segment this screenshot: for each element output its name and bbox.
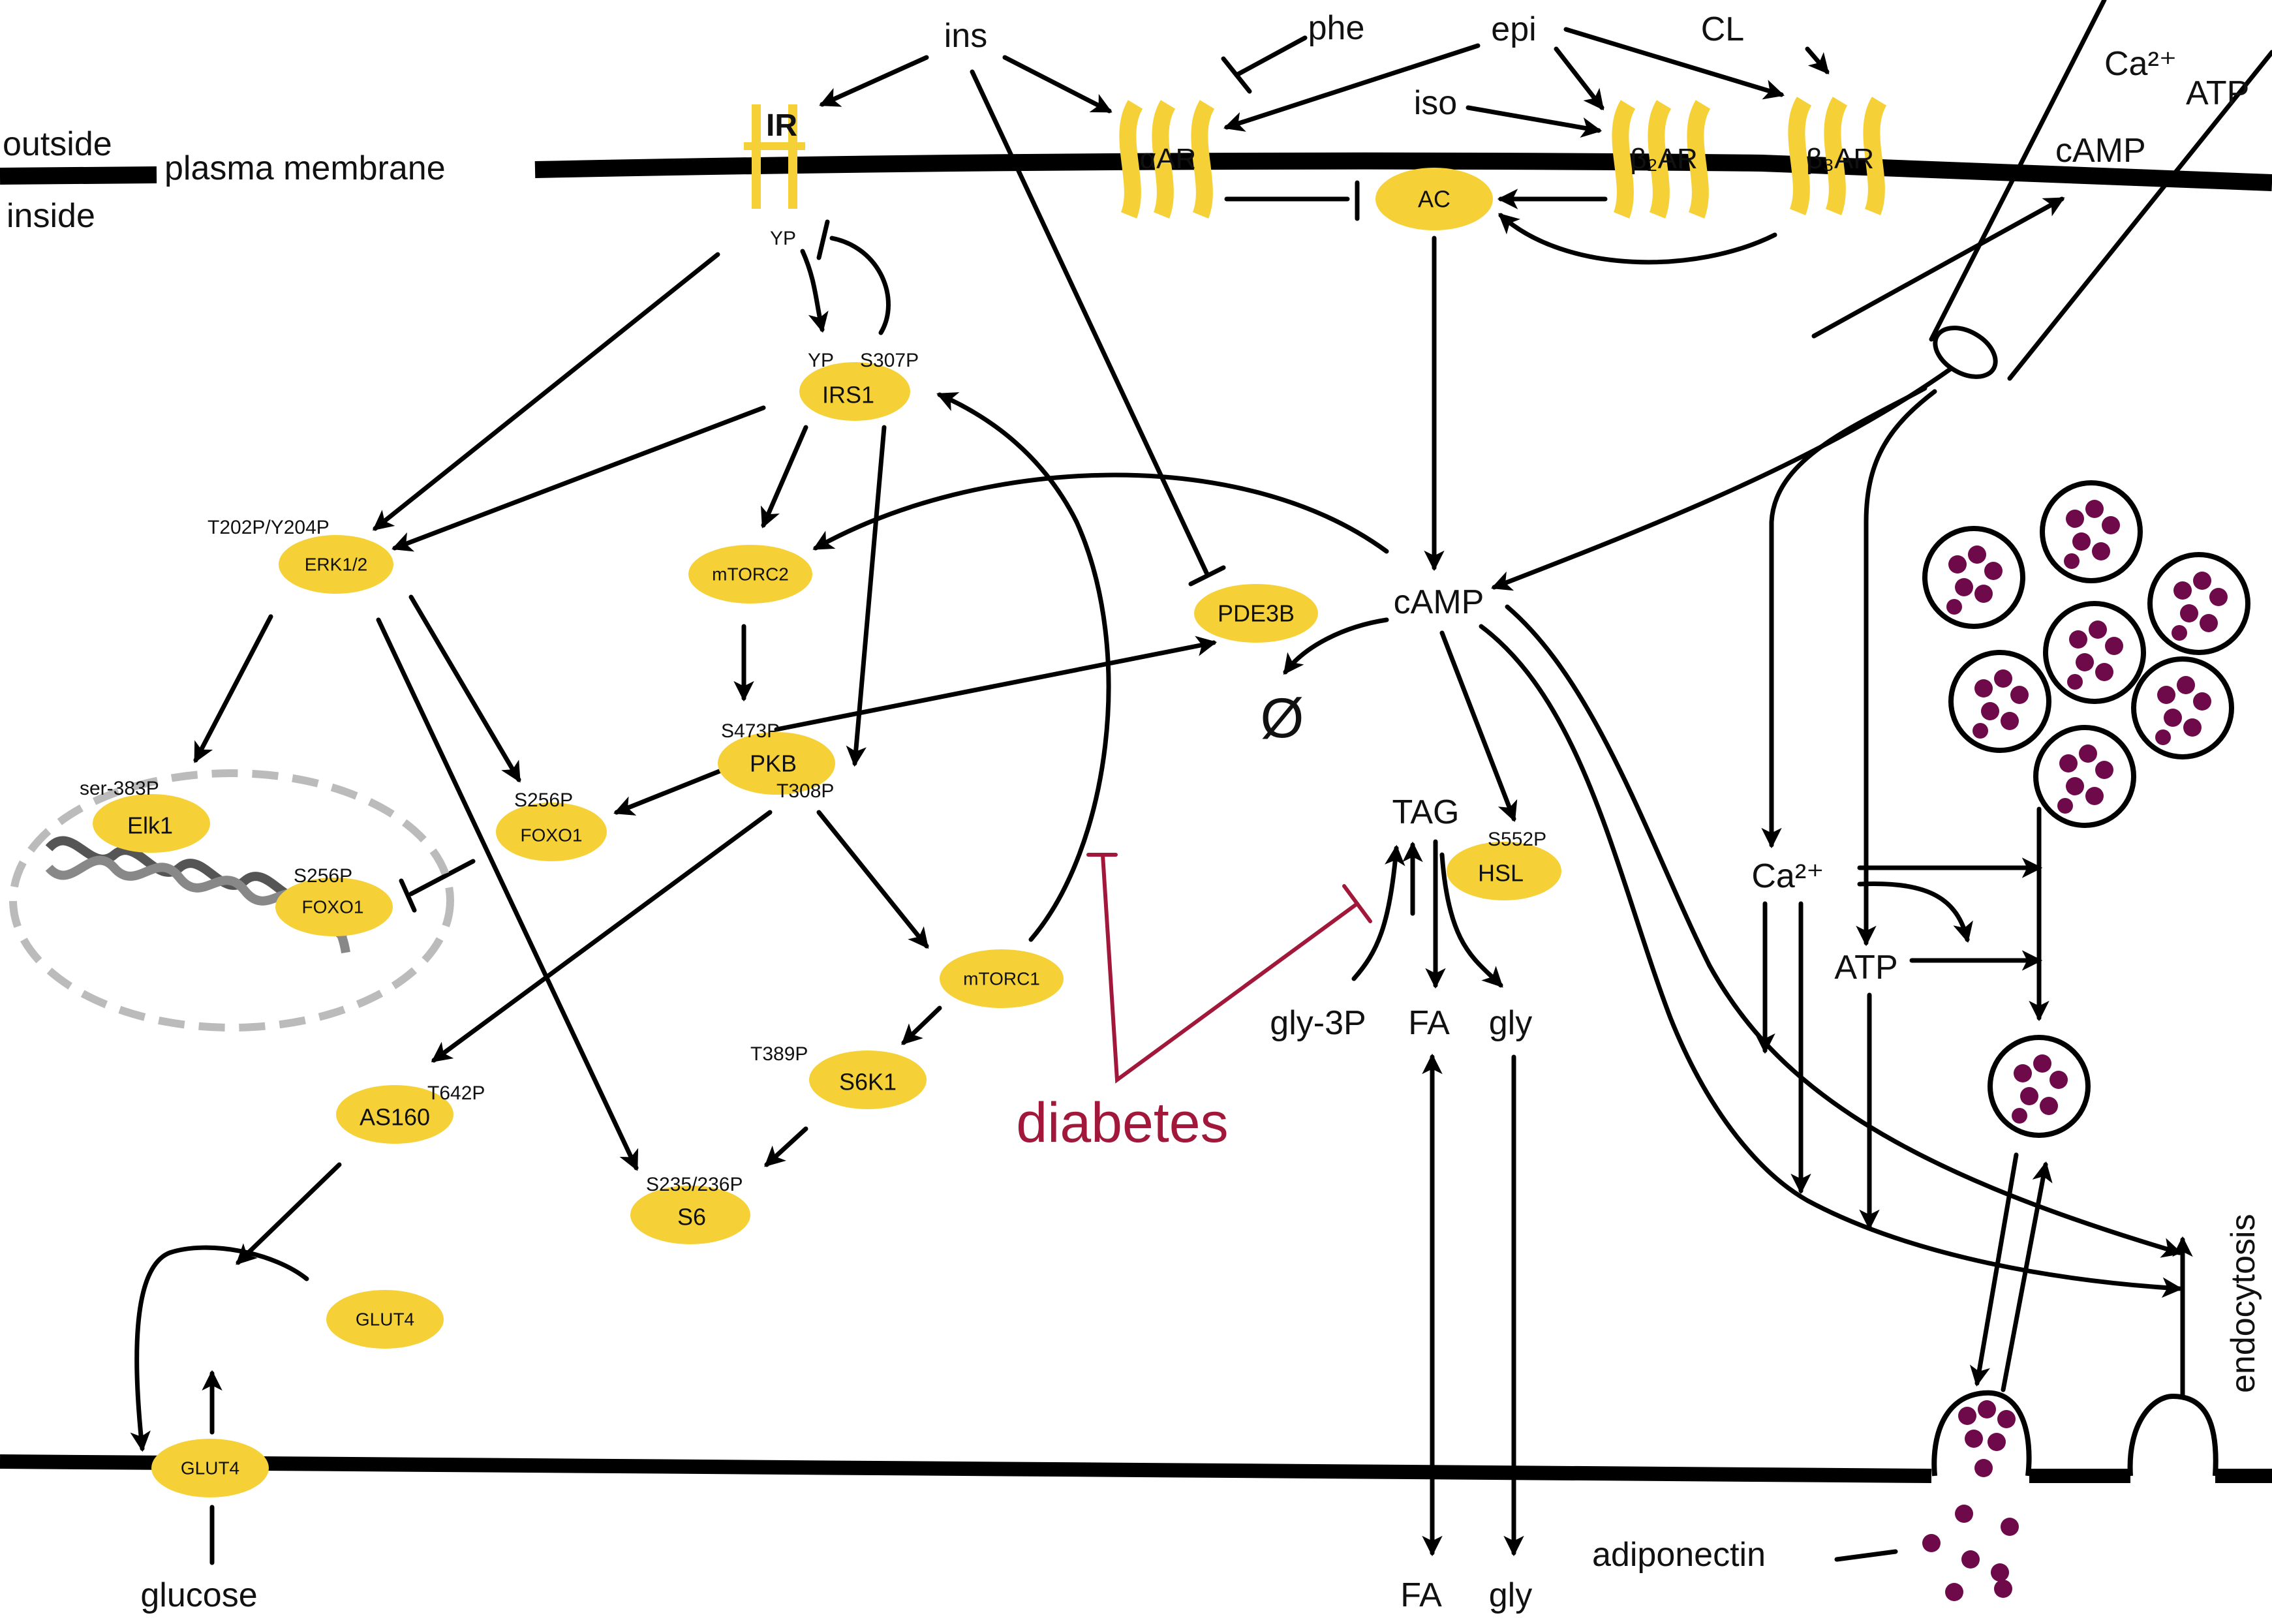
inhibition-lines	[399, 35, 1360, 913]
degradation-symbol: Ø	[1261, 687, 1304, 750]
node-glut4-cytosol-label: GLUT4	[356, 1310, 414, 1330]
alpha-adrenergic-receptor: αAR	[1119, 100, 1215, 219]
ligand-epi: epi	[1491, 10, 1536, 48]
beta3-adrenergic-receptor: β₃AR	[1788, 97, 1887, 215]
node-ac-label: AC	[1418, 186, 1451, 213]
node-erk: ERK1/2	[279, 535, 393, 594]
node-s6k1-label: S6K1	[839, 1069, 897, 1095]
phospho-hsl: S552P	[1488, 829, 1546, 850]
node-elk1-label: Elk1	[127, 812, 173, 839]
outside-label: outside	[3, 125, 112, 163]
node-glut4-membrane: GLUT4	[151, 1439, 269, 1497]
gly3p-label: gly-3P	[1270, 1004, 1366, 1042]
node-pde3b: PDE3B	[1194, 584, 1318, 643]
phospho-irs1-yp: YP	[808, 350, 834, 371]
pipette-ca: Ca²⁺	[2104, 45, 2177, 83]
ligand-iso: iso	[1414, 84, 1457, 122]
plasma-membrane-label: plasma membrane	[164, 149, 446, 187]
node-mtorc2: mTORC2	[688, 545, 812, 604]
patch-pipette	[1811, 0, 2272, 381]
node-glut4-membrane-label: GLUT4	[181, 1458, 239, 1478]
exocytosis-vesicle	[1922, 1390, 2032, 1601]
node-elk1: Elk1	[93, 794, 210, 853]
node-as160: AS160	[336, 1085, 453, 1144]
fa-label: FA	[1408, 1004, 1450, 1042]
glucose-label: glucose	[140, 1576, 257, 1614]
phospho-irs1-s307p: S307P	[860, 350, 919, 371]
gly-out-label: gly	[1489, 1576, 1532, 1614]
phospho-pkb-t308p: T308P	[776, 780, 834, 802]
plasma-membrane-bottom	[0, 1454, 2272, 1483]
node-pde3b-label: PDE3B	[1218, 600, 1295, 627]
gly-label: gly	[1489, 1004, 1532, 1042]
fa-out-label: FA	[1400, 1576, 1442, 1614]
beta3-ar-label: β₃AR	[1806, 143, 1874, 175]
node-pkb: PKB	[718, 732, 835, 795]
phospho-pkb-s473p: S473P	[721, 720, 780, 742]
node-pkb-label: PKB	[750, 750, 797, 777]
node-irs1: IRS1	[799, 362, 910, 421]
phospho-s6: S235/236P	[646, 1174, 743, 1195]
arrows	[130, 27, 2193, 1565]
node-foxo1-nucleus: FOXO1	[275, 878, 393, 936]
ligand-ins: ins	[944, 17, 987, 55]
phospho-elk1: ser-383P	[80, 778, 159, 799]
pipette-camp: cAMP	[2055, 132, 2146, 170]
diabetes-inhibition	[1086, 853, 1372, 1084]
node-irs1-label: IRS1	[822, 382, 874, 408]
pipette-atp: ATP	[2186, 74, 2249, 112]
adiponectin-label: adiponectin	[1592, 1536, 1766, 1574]
ligand-phe: phe	[1308, 9, 1365, 47]
node-mtorc2-label: mTORC2	[712, 564, 789, 585]
node-s6-label: S6	[677, 1204, 706, 1231]
node-glut4-cytosol: GLUT4	[326, 1290, 444, 1349]
node-foxo1-cytosol: FOXO1	[496, 803, 607, 861]
node-ac: AC	[1375, 168, 1493, 230]
node-mtorc1-label: mTORC1	[963, 969, 1040, 989]
endocytosis-pit	[2127, 1393, 2218, 1477]
node-hsl: HSL	[1447, 842, 1561, 900]
ligand-cl: CL	[1701, 10, 1744, 48]
inside-label: inside	[7, 197, 95, 235]
phospho-as160: T642P	[427, 1082, 485, 1104]
tag-label: TAG	[1392, 793, 1459, 831]
camp-label: cAMP	[1394, 583, 1484, 621]
node-foxo1-cytosol-label: FOXO1	[521, 825, 583, 846]
node-erk-label: ERK1/2	[305, 555, 368, 575]
beta2-ar-label: β₂AR	[1630, 143, 1698, 175]
diabetes-label: diabetes	[1016, 1092, 1228, 1154]
node-as160-label: AS160	[360, 1104, 430, 1131]
plasma-membrane-top	[0, 152, 2272, 191]
phospho-s6k1: T389P	[750, 1043, 808, 1065]
node-s6k1: S6K1	[809, 1050, 927, 1109]
endocytosis-label: endocytosis	[2224, 1214, 2262, 1393]
ir-label: IR	[766, 108, 797, 143]
vesicle-cluster	[1922, 480, 2250, 1138]
secretion-atp: ATP	[1834, 949, 1897, 987]
insulin-receptor: IR	[744, 104, 805, 209]
node-mtorc1: mTORC1	[940, 949, 1064, 1008]
beta2-adrenergic-receptor: β₂AR	[1612, 100, 1711, 219]
node-foxo1-nucleus-label: FOXO1	[302, 897, 364, 917]
alpha-ar-label: αAR	[1140, 143, 1197, 175]
secretion-ca: Ca²⁺	[1751, 857, 1824, 895]
phospho-ir-yp: YP	[770, 228, 796, 249]
phospho-foxo1-nucleus: S256P	[294, 865, 352, 887]
node-s6: S6	[630, 1186, 750, 1244]
node-hsl-label: HSL	[1478, 860, 1524, 887]
phospho-foxo1-cytosol: S256P	[514, 789, 573, 811]
phospho-erk: T202P/Y204P	[207, 517, 330, 538]
